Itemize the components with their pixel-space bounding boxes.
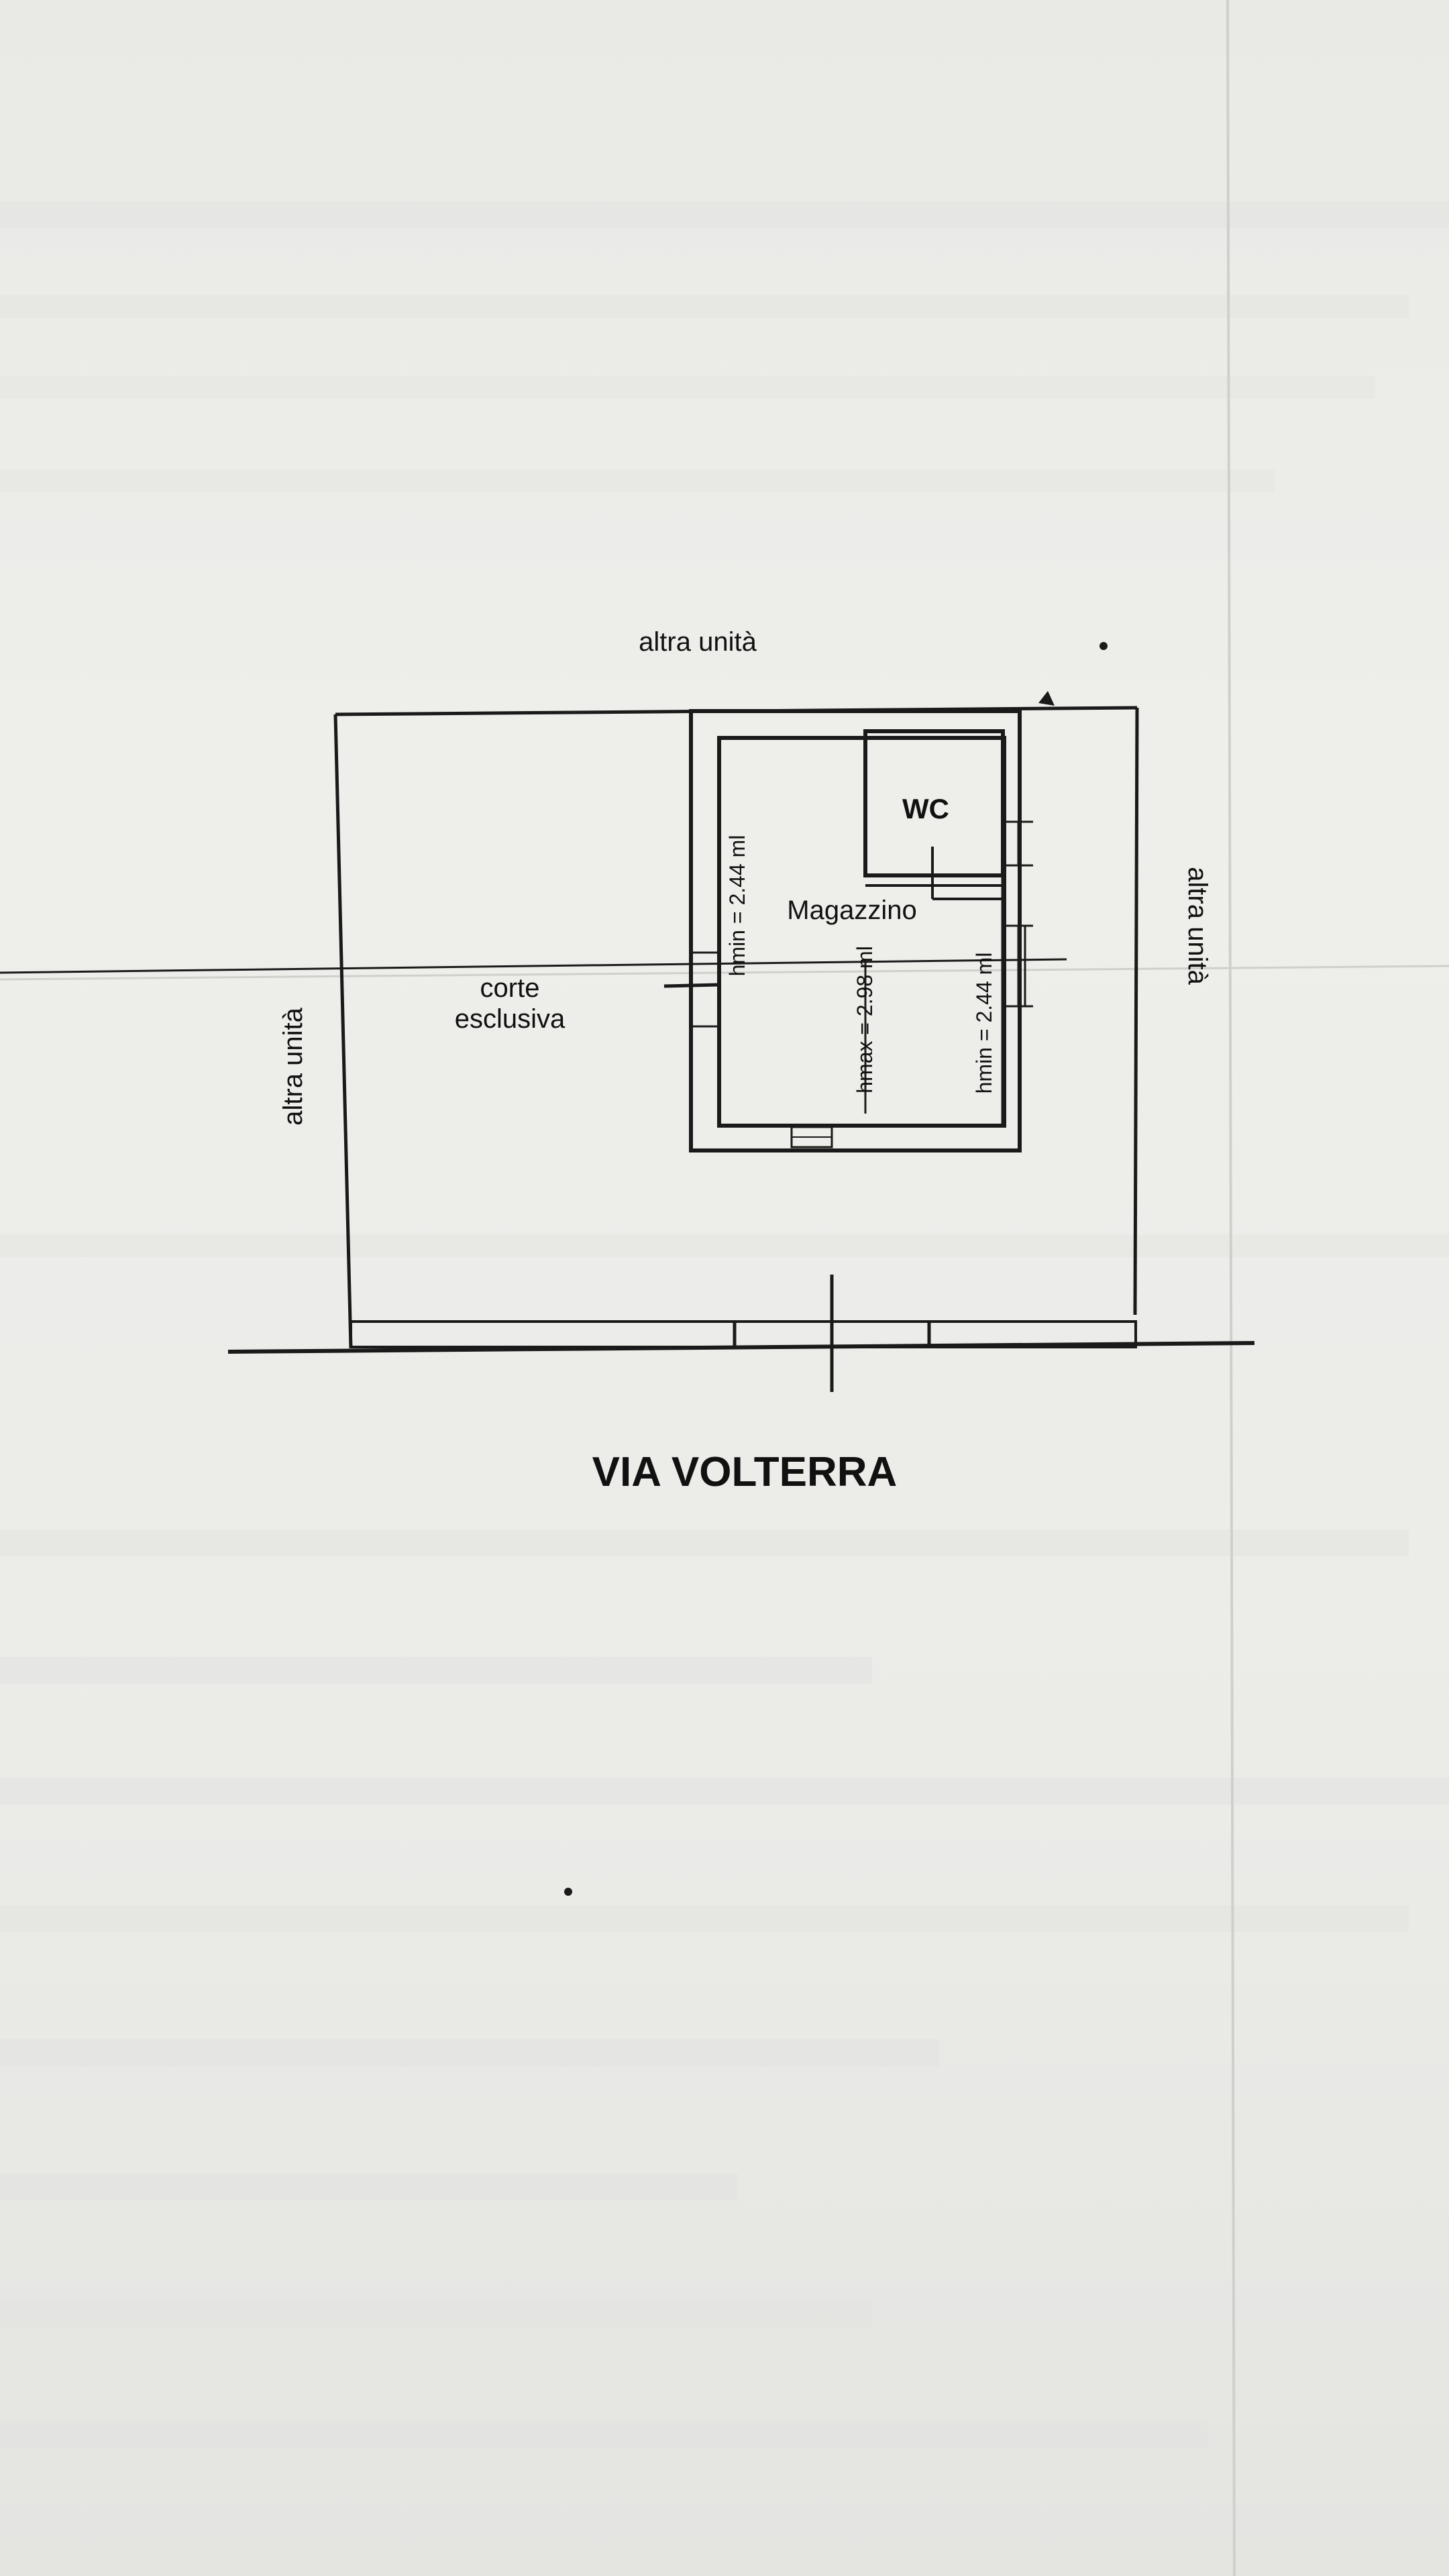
corner-mark (1038, 691, 1055, 706)
left-neighbor-label: altra unità (278, 1007, 308, 1125)
wc-room (863, 729, 1005, 877)
courtyard-label-line1: corte (480, 973, 540, 1003)
storage-building (0, 642, 1108, 1896)
ceiling-height-left: hmin = 2.44 ml (725, 835, 749, 977)
street-frontage (227, 1275, 1255, 1392)
street-name: VIA VOLTERRA (592, 1449, 898, 1495)
storage-label: Magazzino (787, 896, 916, 925)
top-neighbor-label: altra unità (639, 627, 757, 657)
ceiling-height-right: hmin = 2.44 ml (972, 953, 996, 1094)
section-line (0, 958, 1067, 974)
right-neighbor-label: altra unità (1183, 867, 1212, 985)
wc-label: WC (902, 793, 949, 824)
ceiling-height-center: hmax = 2.98 ml (853, 946, 877, 1093)
courtyard-label-line2: esclusiva (455, 1004, 566, 1034)
